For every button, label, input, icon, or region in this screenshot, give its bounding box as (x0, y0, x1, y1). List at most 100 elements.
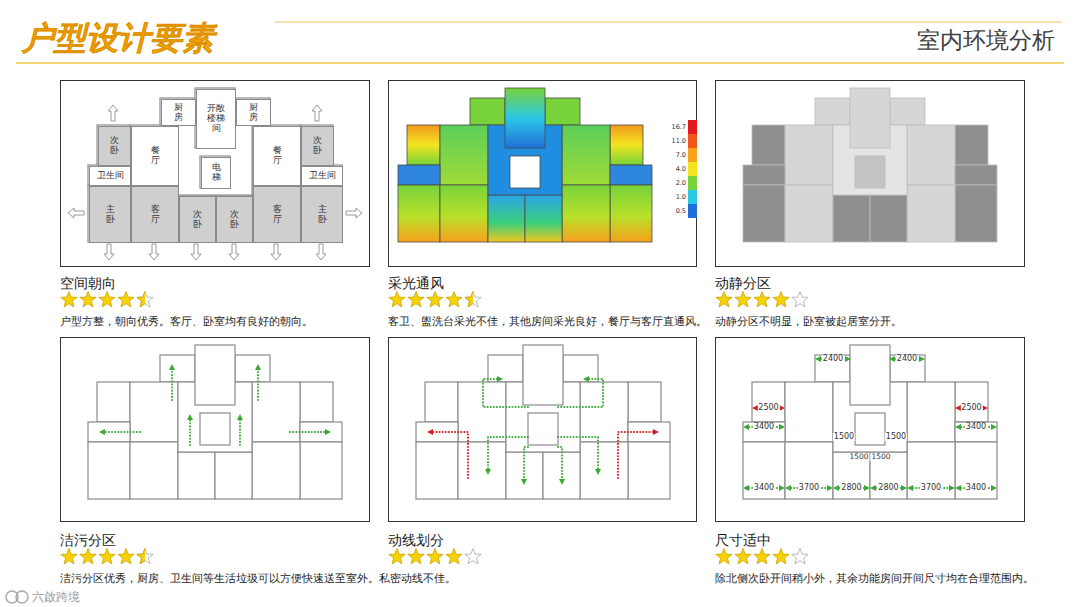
slide-title: 户型设计要素 (22, 18, 214, 58)
room-name: 卫生间 (97, 171, 124, 181)
legend-value: 4.0 (676, 162, 686, 176)
room-name: 主卧 (318, 205, 327, 225)
flow-arrow (558, 447, 562, 482)
legend-swatch (688, 190, 697, 204)
star (792, 292, 808, 307)
star (735, 549, 751, 564)
flow-arrow (524, 447, 528, 482)
plan-room (752, 125, 785, 165)
plan-room (528, 413, 558, 445)
room-box: 客厅 (253, 186, 301, 243)
flow-arrow (483, 379, 528, 407)
flow-arrow (558, 379, 603, 407)
star (446, 549, 462, 564)
room-box: 电梯 (201, 157, 231, 189)
plan-room (955, 422, 997, 442)
room-name: 开敞楼梯间 (207, 104, 225, 134)
star-rating (389, 292, 481, 307)
plan-room (130, 185, 178, 242)
plan-room (97, 382, 130, 422)
dimension-label: 1500 (833, 433, 855, 441)
room-box: 厨房 (236, 99, 271, 126)
dimension-label: 3400 (753, 484, 775, 492)
flow-arrow (257, 367, 259, 400)
plan-room (195, 88, 235, 148)
plan-room (628, 382, 661, 422)
plan-room (458, 382, 506, 442)
plan-room (88, 185, 130, 242)
panel: 动静分区动静分区不明显，卧室被起居室分开。 (715, 80, 1025, 267)
plan-room (855, 413, 885, 445)
room-name: 客厅 (273, 205, 282, 225)
flow-arrow (618, 432, 656, 478)
plan-room (398, 185, 440, 242)
half-star (137, 549, 145, 564)
orientation-arrow (108, 105, 118, 121)
panel-heading: 空间朝向 (60, 275, 116, 291)
plan-room (855, 156, 885, 188)
room-name: 次卧 (313, 136, 322, 156)
star (773, 292, 789, 307)
room-box: 次卧 (216, 196, 253, 243)
room-name: 次卧 (110, 136, 119, 156)
panel-heading: 尺寸适中 (715, 532, 771, 548)
plan-room (610, 185, 652, 242)
plan-room (300, 185, 342, 242)
plan-room (610, 165, 652, 185)
plan-room (955, 442, 997, 499)
dimension-label: 2500 (960, 404, 982, 412)
room-box: 餐厅 (131, 126, 179, 186)
legend-swatch (688, 120, 697, 134)
dimension-label: 1500 (885, 433, 907, 441)
plan-room (525, 195, 562, 242)
plan-room (510, 156, 540, 188)
flow-arrow (102, 431, 140, 433)
room-box: 开敞楼梯间 (196, 89, 236, 149)
plan-room (580, 382, 628, 442)
flow-arrow (430, 432, 468, 478)
legend-swatch (688, 162, 697, 176)
plan-room (955, 125, 988, 165)
panel: 动线划分 (388, 337, 697, 522)
room-name: 厨房 (249, 103, 258, 123)
plan-room (743, 165, 785, 185)
plan-room (160, 98, 195, 125)
room-name: 客厅 (151, 205, 160, 225)
plan-room (440, 185, 488, 242)
plan-room (815, 355, 850, 382)
star (137, 292, 153, 307)
plan-room (488, 195, 525, 242)
plan-room (545, 98, 580, 125)
star (465, 549, 481, 564)
star (61, 292, 77, 307)
plan-room (300, 442, 342, 499)
plan-room (743, 185, 785, 242)
legend-value: 0.5 (676, 204, 686, 218)
panel-note: 除北侧次卧开间稍小外，其余功能房间开间尺寸均在合理范围内。 (715, 572, 1034, 585)
plan-room (398, 165, 440, 185)
room-name: 电梯 (212, 163, 221, 183)
star (99, 292, 115, 307)
panel: 空间朝向户型方整，朝向优秀。客厅、卧室均有良好的朝向。厨房开敞楼梯间厨房次卧餐厅… (60, 80, 370, 267)
plan-room (200, 156, 230, 188)
plan-room (215, 195, 252, 242)
plan-room (628, 442, 670, 499)
plan-room (300, 165, 342, 185)
room-box: 卫生间 (301, 166, 343, 186)
plan-room (130, 382, 178, 442)
dimension-label: 2800 (877, 484, 899, 492)
flow-arrow (189, 417, 191, 445)
orientation-arrow (316, 244, 326, 260)
star (137, 549, 153, 564)
plan-room (752, 382, 785, 422)
floor-plan (68, 88, 362, 260)
dimension-label: 3400 (965, 484, 987, 492)
plan-room (815, 98, 850, 125)
plan-room (178, 195, 215, 242)
star (408, 549, 424, 564)
watermark-logo (16, 591, 28, 603)
panel-note: 户型方整，朝向优秀。客厅、卧室均有良好的朝向。 (60, 315, 313, 328)
star (716, 549, 732, 564)
plan-room (562, 185, 610, 242)
star-rating (716, 549, 808, 564)
